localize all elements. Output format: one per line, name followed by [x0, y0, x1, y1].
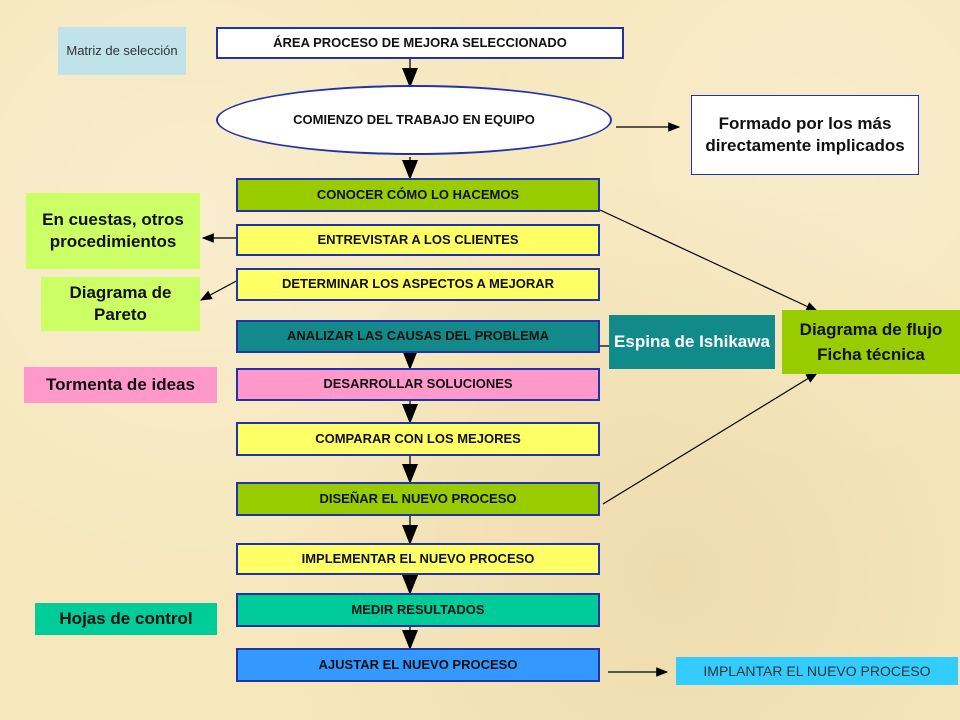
control-sheets-label: Hojas de control — [59, 608, 193, 628]
start-teamwork-ellipse: COMIENZO DEL TRABAJO EN EQUIPO — [216, 85, 612, 155]
ishikawa-note-label: Espina de Ishikawa — [614, 331, 770, 351]
step-label: DESARROLLAR SOLUCIONES — [323, 376, 513, 392]
ishikawa-note: Espina de Ishikawa — [609, 315, 775, 369]
step-measure-results: MEDIR RESULTADOS — [236, 593, 600, 627]
implant-process-label: IMPLANTAR EL NUEVO PROCESO — [703, 662, 931, 679]
control-sheets-note: Hojas de control — [35, 603, 217, 635]
surveys-note-label: En cuestas, otros procedimientos — [42, 209, 184, 251]
matrix-selection-box: Matriz de selección — [58, 27, 186, 75]
step-label: AJUSTAR EL NUEVO PROCESO — [318, 656, 518, 672]
implant-process-note: IMPLANTAR EL NUEVO PROCESO — [676, 657, 958, 685]
brainstorm-note: Tormenta de ideas — [24, 367, 217, 403]
step-label: DISEÑAR EL NUEVO PROCESO — [319, 490, 517, 506]
step-interview-clients: ENTREVISTAR A LOS CLIENTES — [236, 224, 600, 256]
pareto-note: Diagrama de Pareto — [41, 277, 200, 331]
step-design-process: DISEÑAR EL NUEVO PROCESO — [236, 482, 600, 516]
step-label: ANALIZAR LAS CAUSAS DEL PROBLEMA — [287, 328, 549, 344]
step-label: MEDIR RESULTADOS — [351, 601, 485, 617]
start-teamwork-label: COMIENZO DEL TRABAJO EN EQUIPO — [293, 111, 535, 127]
team-note-label: Formado por los más directamente implica… — [705, 113, 905, 155]
step-know-how: CONOCER CÓMO LO HACEMOS — [236, 178, 600, 212]
step-compare-best: COMPARAR CON LOS MEJORES — [236, 422, 600, 456]
step-implement-process: IMPLEMENTAR EL NUEVO PROCESO — [236, 543, 600, 575]
area-selected-label: ÁREA PROCESO DE MEJORA SELECCIONADO — [273, 34, 567, 50]
step-develop-solutions: DESARROLLAR SOLUCIONES — [236, 368, 600, 401]
technical-sheet-label: Ficha técnica — [817, 345, 925, 364]
pareto-note-label: Diagrama de Pareto — [69, 282, 172, 324]
team-note: Formado por los más directamente implica… — [691, 95, 919, 175]
step-label: CONOCER CÓMO LO HACEMOS — [316, 186, 520, 202]
step-analyze-causes: ANALIZAR LAS CAUSAS DEL PROBLEMA — [236, 320, 600, 353]
brainstorm-note-label: Tormenta de ideas — [46, 374, 195, 394]
surveys-note: En cuestas, otros procedimientos — [26, 193, 200, 269]
flow-diagram-label: Diagrama de flujo — [799, 319, 943, 339]
step-label: ENTREVISTAR A LOS CLIENTES — [317, 231, 519, 247]
step-label: COMPARAR CON LOS MEJORES — [315, 430, 521, 446]
flow-diagram-note: Diagrama de flujo Ficha técnica — [782, 310, 960, 374]
step-label: DETERMINAR LOS ASPECTOS A MEJORAR — [281, 276, 555, 292]
area-selected-box: ÁREA PROCESO DE MEJORA SELECCIONADO — [216, 27, 624, 59]
step-label: IMPLEMENTAR EL NUEVO PROCESO — [301, 550, 535, 566]
matrix-selection-label: Matriz de selección — [66, 42, 178, 58]
step-determine-aspects: DETERMINAR LOS ASPECTOS A MEJORAR — [236, 268, 600, 301]
step-adjust-process: AJUSTAR EL NUEVO PROCESO — [236, 648, 600, 682]
